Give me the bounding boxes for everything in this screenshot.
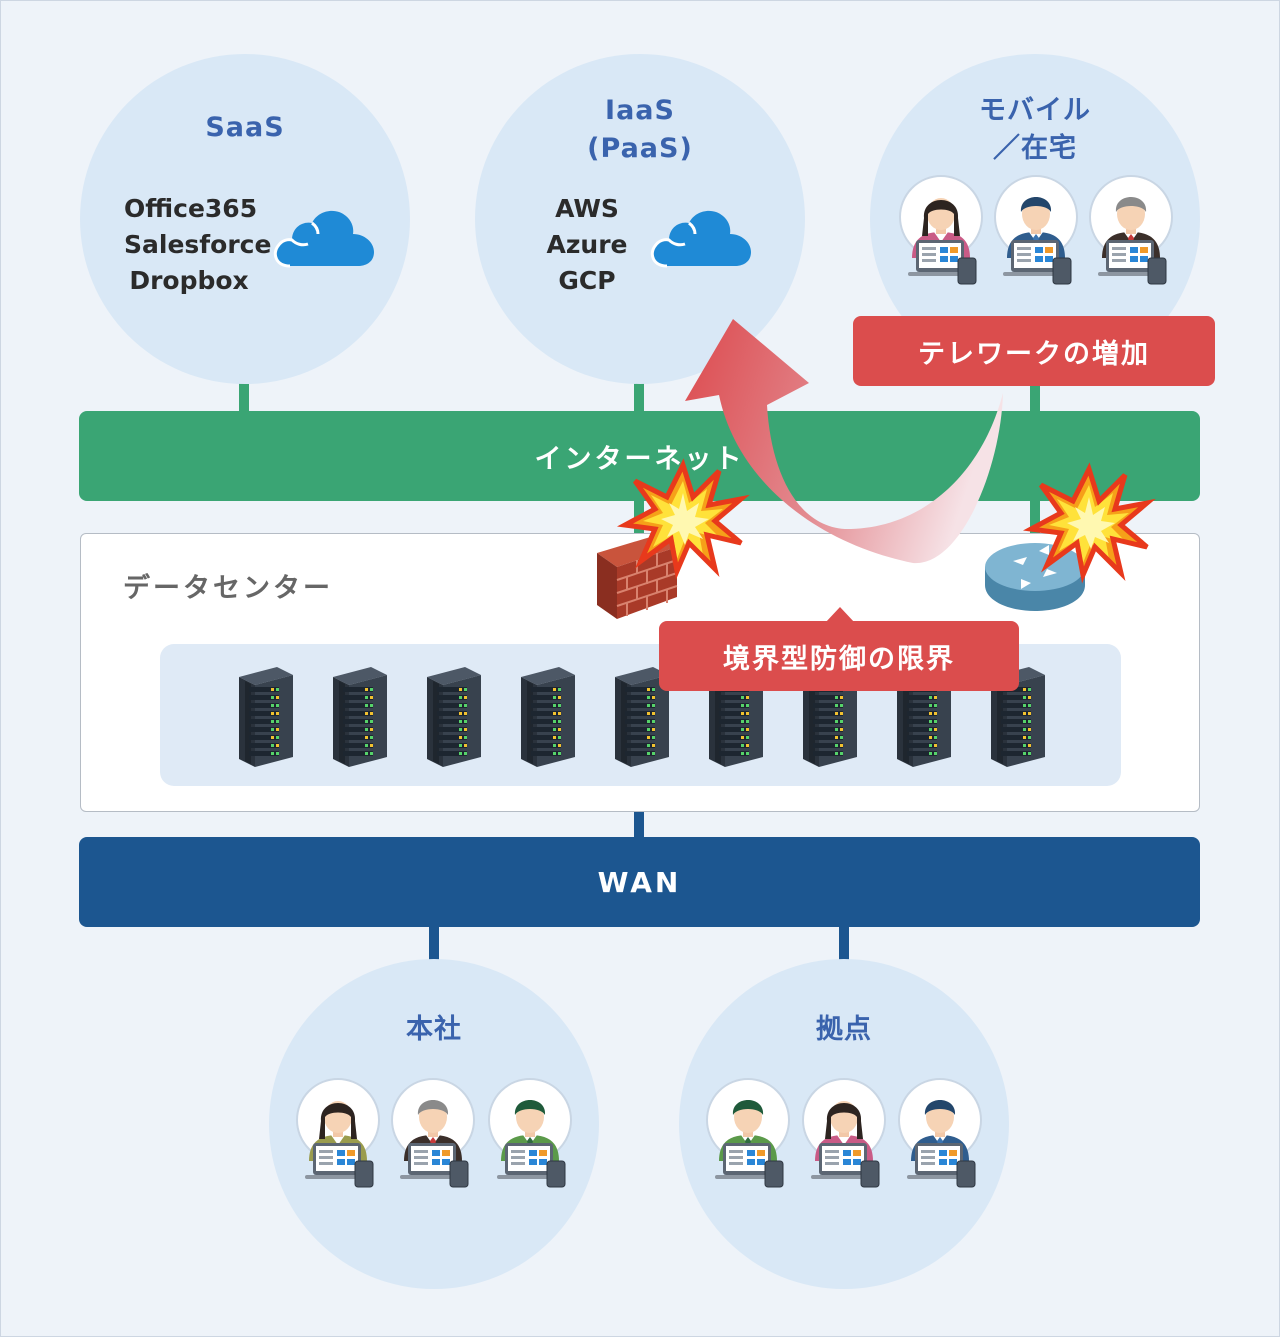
mobile-connector <box>1030 377 1040 413</box>
branch-title: 拠点 <box>816 1014 872 1045</box>
server-rack-icon <box>239 667 293 767</box>
branch-connector <box>839 925 849 965</box>
telework-callout-text: テレワークの増加 <box>918 338 1150 370</box>
wan-label: WAN <box>597 865 682 899</box>
user-icon <box>994 175 1078 285</box>
internet-label: インターネット <box>534 443 745 475</box>
user-icon <box>899 175 983 285</box>
saas-service: Salesforce <box>124 230 272 259</box>
user-icon <box>898 1078 982 1188</box>
user-icon <box>1089 175 1173 285</box>
explosion-icon <box>616 458 750 580</box>
wan-bar: WAN <box>79 837 1200 927</box>
saas-connector <box>239 377 249 413</box>
server-rack-icon <box>615 667 669 767</box>
callout-pointer <box>825 607 855 623</box>
user-icon <box>802 1078 886 1188</box>
iaas-title: IaaS (PaaS) <box>587 95 693 164</box>
server-rack-icon <box>427 667 481 767</box>
perimeter-callout-text: 境界型防御の限界 <box>723 643 955 675</box>
user-icon <box>706 1078 790 1188</box>
saas-service: Office365 <box>124 194 258 223</box>
server-rack-icon <box>333 667 387 767</box>
branch-circle: 拠点 <box>679 959 1009 1289</box>
perimeter-callout: 境界型防御の限界 <box>659 621 1019 691</box>
saas-service: Dropbox <box>129 266 249 295</box>
explosion-icon <box>1022 462 1156 584</box>
cloud-icon <box>650 210 751 268</box>
curved-arrow-icon <box>685 319 1003 564</box>
hq-title: 本社 <box>406 1014 462 1045</box>
iaas-circle: IaaS (PaaS) AWS Azure GCP <box>475 54 805 384</box>
server-rack-icon <box>991 667 1045 767</box>
mobile-title: モバイル ／在宅 <box>979 95 1091 164</box>
iaas-services: AWS Azure GCP <box>537 191 637 299</box>
datacenter-label: データセンター <box>123 573 333 604</box>
saas-services: Office365 Salesforce Dropbox <box>124 191 272 299</box>
iaas-service: Azure <box>546 230 628 259</box>
user-icon <box>296 1078 380 1188</box>
iaas-connector <box>634 377 644 413</box>
hq-circle: 本社 <box>269 959 599 1289</box>
iaas-service: AWS <box>555 194 619 223</box>
user-icon <box>488 1078 572 1188</box>
server-rack-icon <box>803 667 857 767</box>
server-rack-icon <box>521 667 575 767</box>
saas-circle: SaaS Office365 Salesforce Dropbox <box>80 54 410 384</box>
hq-connector <box>429 925 439 965</box>
iaas-service: GCP <box>558 266 616 295</box>
cloud-icon <box>273 210 374 268</box>
telework-callout: テレワークの増加 <box>853 316 1215 386</box>
saas-title: SaaS <box>205 112 285 143</box>
user-icon <box>391 1078 475 1188</box>
dc-wan-connector <box>634 809 644 839</box>
